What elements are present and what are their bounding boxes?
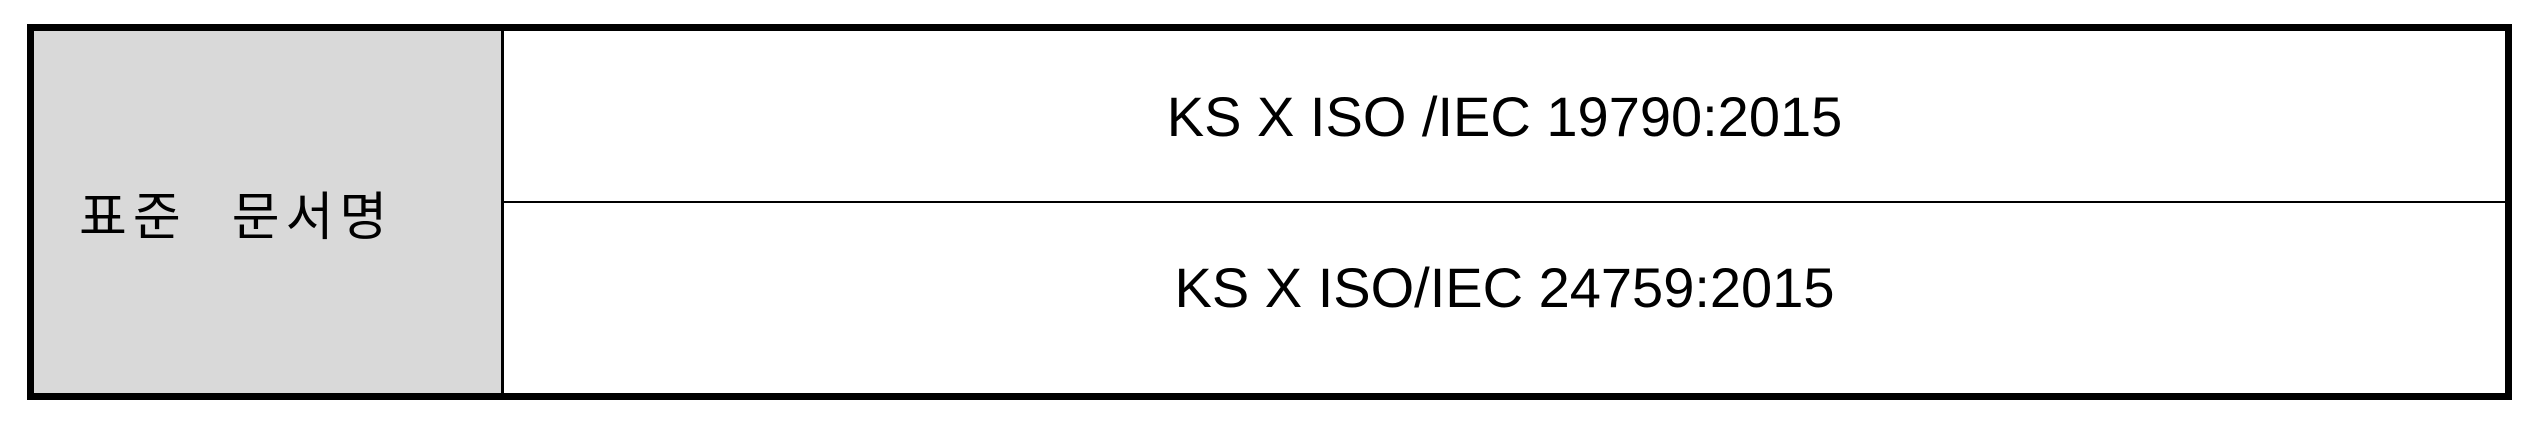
standard-document-table: 표준 문서명 KS X ISO /IEC 19790:2015 KS X ISO… (27, 24, 2512, 400)
table-row: KS X ISO/IEC 24759:2015 (504, 203, 2505, 393)
standard-document-name-label: 표준 문서명 (79, 187, 394, 248)
standard-document-name-2: KS X ISO/IEC 24759:2015 (1174, 255, 1835, 319)
label-cell: 표준 문서명 (34, 31, 504, 393)
value-column: KS X ISO /IEC 19790:2015 KS X ISO/IEC 24… (504, 31, 2505, 393)
standard-document-name-1: KS X ISO /IEC 19790:2015 (1166, 84, 1843, 148)
table-row: KS X ISO /IEC 19790:2015 (504, 31, 2505, 203)
